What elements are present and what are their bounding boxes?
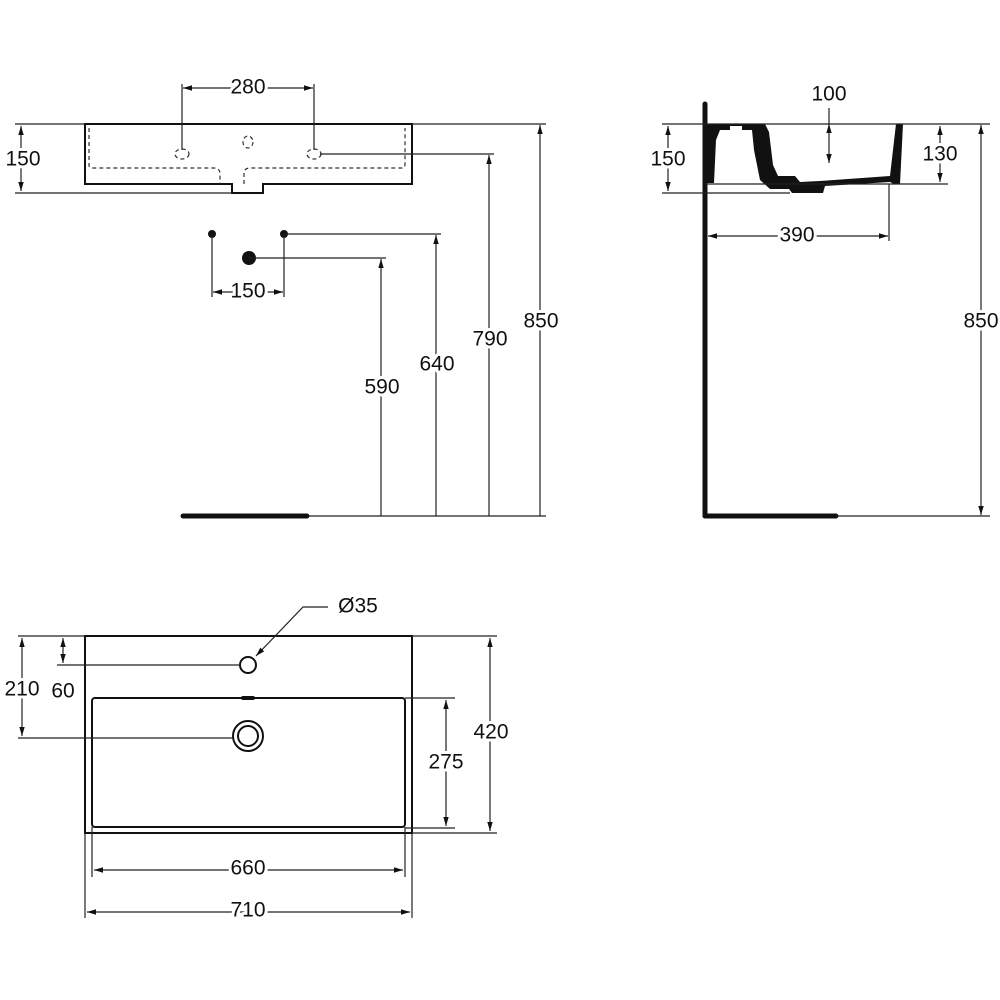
dim-label: 150 — [5, 148, 40, 171]
dim-label: 850 — [963, 310, 998, 333]
dim-label: Ø35 — [338, 595, 378, 618]
dim-label: 150 — [230, 280, 265, 303]
dim-label: 280 — [230, 76, 265, 99]
bowl-outline — [91, 697, 406, 828]
basin-section — [707, 124, 903, 193]
dim-label: 60 — [51, 680, 74, 703]
dim-label: 660 — [230, 857, 265, 880]
waste-outer — [232, 720, 264, 752]
front-view: 150 280 150 850 790 640 590 — [2, 73, 562, 519]
tap-hole-right — [306, 148, 322, 160]
tap-hole-center — [242, 135, 254, 149]
dim-label: 420 — [473, 721, 508, 744]
dim-label: 790 — [472, 328, 507, 351]
dim-label: 850 — [523, 310, 558, 333]
dim-label: 640 — [419, 353, 454, 376]
side-view: 150 100 130 390 850 — [647, 80, 1000, 519]
dim-label: 150 — [650, 148, 685, 171]
dim-label: 130 — [922, 143, 957, 166]
basin-outline — [84, 635, 413, 834]
tap-hole — [239, 656, 257, 674]
basin-inner-dashed — [88, 128, 406, 184]
dim-label: 275 — [428, 751, 463, 774]
dim-label: 100 — [811, 83, 846, 106]
dim-label: 390 — [779, 224, 814, 247]
overflow-slot — [241, 696, 255, 700]
dim-label: 710 — [230, 899, 265, 922]
dim-label: 210 — [4, 678, 39, 701]
basin-front-outline — [84, 123, 413, 194]
tap-hole-left — [174, 148, 190, 160]
dim-label: 590 — [364, 376, 399, 399]
plan-view: Ø35 210 60 275 420 660 710 — [1, 592, 511, 925]
waste-inner — [237, 725, 259, 747]
